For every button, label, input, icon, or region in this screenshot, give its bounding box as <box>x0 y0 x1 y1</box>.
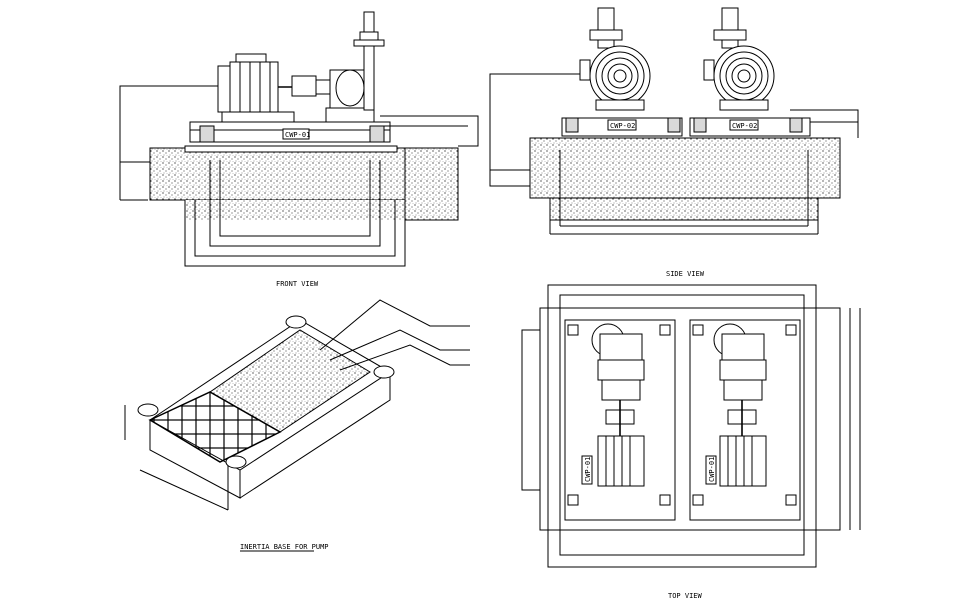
top-pump2-tag: CWP-01 <box>708 457 716 482</box>
top-view: CWP-01 CWP-01 <box>521 284 861 568</box>
top-pump1-tag: CWP-01 <box>584 457 592 482</box>
side-pump2-tag: CWP-02 <box>732 122 757 130</box>
side-view-title: SIDE VIEW <box>666 270 705 278</box>
top-view-title: TOP VIEW <box>668 592 703 600</box>
inertia-base-title: INERTIA BASE FOR PUMP <box>240 543 329 551</box>
side-view: CWP-02 CWP-02 <box>489 7 859 235</box>
side-pump1-tag: CWP-02 <box>610 122 635 130</box>
inertia-base-view <box>124 299 470 511</box>
front-view: CWP-01 <box>119 11 479 267</box>
front-pump-tag: CWP-01 <box>285 131 310 139</box>
front-view-title: FRONT VIEW <box>276 280 319 288</box>
